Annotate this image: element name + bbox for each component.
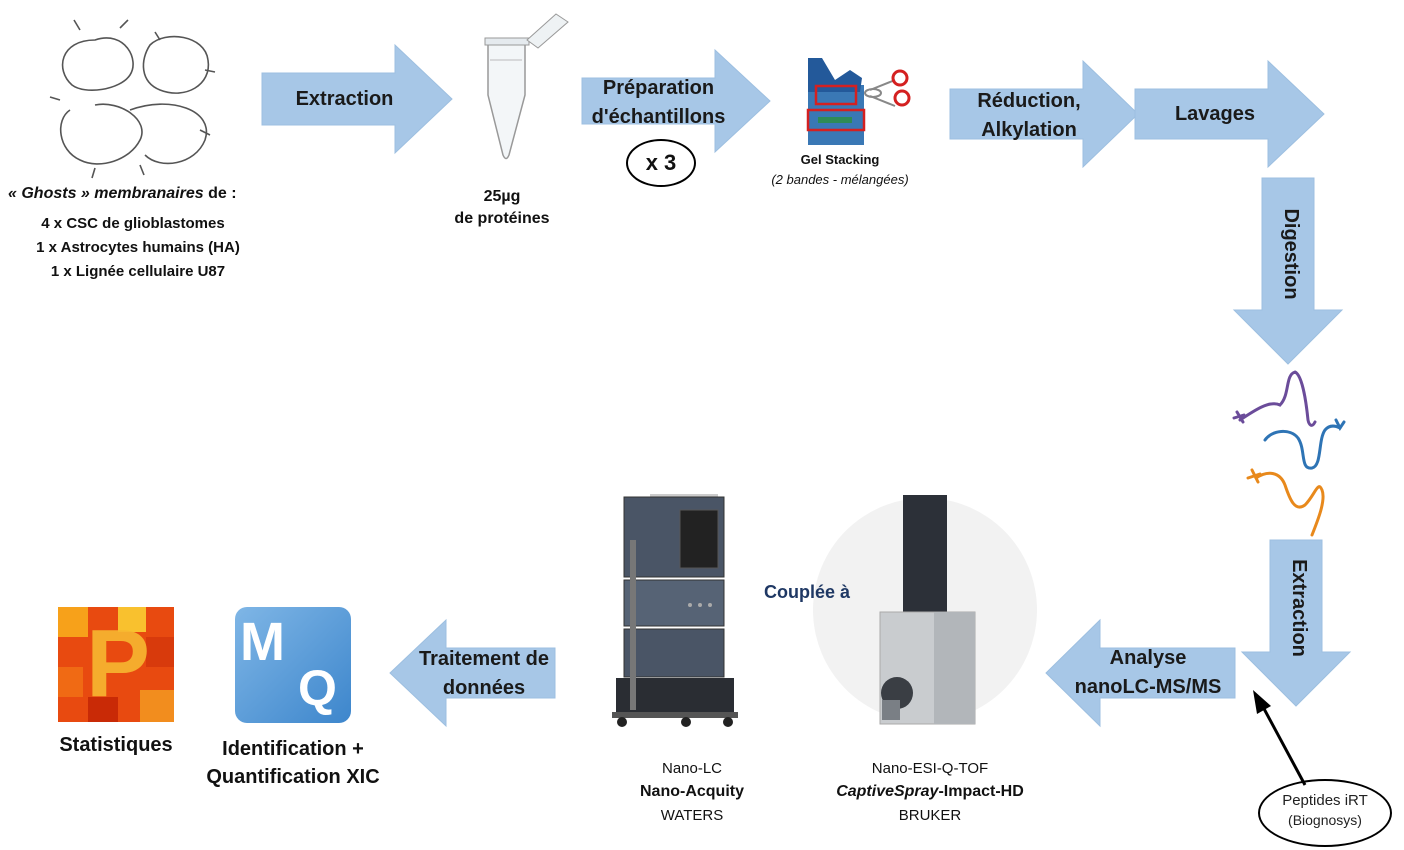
mass-spec-line-1: Nano-ESI-Q-TOF	[871, 760, 989, 777]
source-sample-line-3: 1 x Lignée cellulaire U87	[50, 263, 226, 280]
mass-spec-line-2: CaptiveSpray-Impact-HD	[808, 783, 1052, 801]
nano-lc-line-3: WATERS	[660, 807, 724, 824]
perseus-label: Statistiques	[59, 734, 173, 756]
gel-stacking-icon	[806, 58, 911, 145]
source-sample-title: « Ghosts » membranaires de :	[8, 185, 237, 203]
analyse-label-line-2: nanoLC-MS/MS	[1074, 676, 1222, 698]
mass-spec-rest-text: -Impact-HD	[938, 783, 1024, 800]
perseus-logo-p: P	[86, 610, 151, 717]
reduction-label-line-1: Réduction,	[977, 90, 1081, 112]
gel-subtitle: (2 bandes - mélangées)	[771, 172, 909, 187]
traitement-label-line-1: Traitement de	[418, 648, 550, 670]
irt-line-1: Peptides iRT	[1282, 792, 1368, 809]
irt-line-2: (Biognosys)	[1288, 812, 1362, 828]
nano-lc-instrument-icon	[612, 494, 738, 727]
arrow-analyse	[1045, 618, 1236, 728]
mass-spec-italic-text: CaptiveSpray	[836, 783, 939, 800]
reduction-label-line-2: Alkylation	[981, 119, 1077, 141]
coupled-label: Couplée à	[763, 582, 851, 602]
preparation-label-line-1: Préparation	[602, 77, 715, 99]
analyse-label-line-1: Analyse	[1109, 647, 1187, 669]
arrow-traitement	[389, 618, 556, 728]
mass-spec-line-3: BRUKER	[898, 807, 962, 824]
perseus-logo-mosaic	[58, 607, 174, 722]
source-sample-line-2: 1 x Astrocytes humains (HA)	[36, 239, 240, 256]
maxquant-label-line-2: Quantification XIC	[206, 766, 380, 788]
digestion-label: Digestion	[1280, 208, 1302, 300]
arrow-extraction-1	[261, 43, 453, 155]
membrane-ghosts-icon	[49, 19, 216, 179]
arrow-preparation	[581, 48, 771, 154]
nano-lc-line-2: Nano-Acquity	[640, 783, 744, 800]
tube-label-proteins: de protéines	[454, 210, 550, 227]
maxquant-logo-m: M	[240, 612, 285, 672]
ghosts-italic-text: « Ghosts » membranaires	[8, 185, 204, 202]
preparation-label-line-2: d'échantillons	[591, 106, 726, 128]
replicates-label: x 3	[645, 150, 677, 175]
irt-oval: Peptides iRT (Biognosys)	[1258, 779, 1392, 847]
mass-spec-instrument-icon	[813, 495, 1037, 725]
tube-label-amount: 25µg	[483, 188, 521, 205]
extraction-1-label: Extraction	[295, 88, 394, 110]
source-sample-line-1: 4 x CSC de glioblastomes	[41, 215, 225, 232]
replicates-oval: x 3	[626, 139, 696, 187]
peptides-icon	[1232, 370, 1346, 537]
irt-pointer-arrow	[1253, 690, 1307, 786]
traitement-label-line-2: données	[442, 677, 526, 699]
ghosts-suffix-text: de :	[203, 185, 237, 202]
maxquant-logo-q: Q	[298, 660, 337, 716]
extraction-2-label: Extraction	[1288, 559, 1310, 657]
lavages-label: Lavages	[1174, 103, 1256, 125]
arrow-digestion	[1232, 177, 1344, 365]
gel-title: Gel Stacking	[800, 152, 880, 167]
arrow-extraction-2	[1240, 539, 1352, 707]
tube-icon	[484, 13, 569, 160]
arrow-reduction	[949, 59, 1139, 169]
arrow-lavages	[1134, 59, 1325, 169]
maxquant-label-line-1: Identification +	[222, 738, 364, 760]
nano-lc-line-1: Nano-LC	[661, 760, 723, 777]
maxquant-logo-bg	[235, 607, 351, 723]
